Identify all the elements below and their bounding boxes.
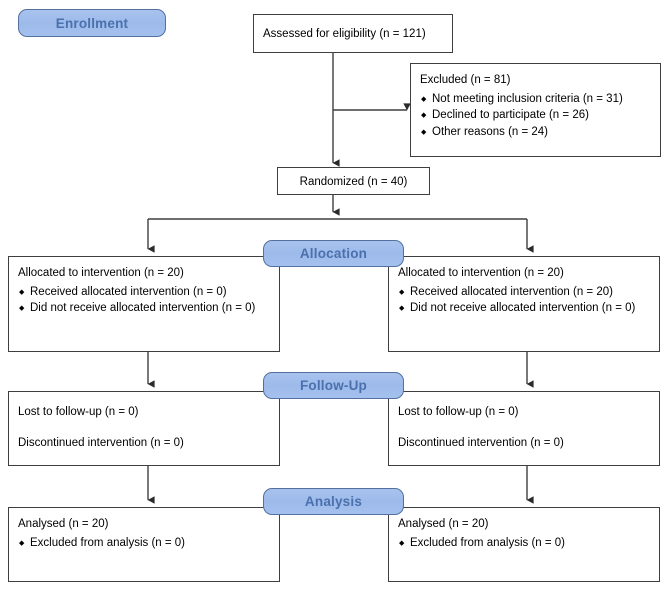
banner-enrollment-label: Enrollment [55, 15, 129, 31]
banner-analysis: Analysis [263, 488, 404, 515]
list-item: Received allocated intervention (n = 0) [18, 284, 270, 301]
banner-allocation-label: Allocation [299, 246, 368, 261]
allocation-right-title: Allocated to intervention (n = 20) [398, 267, 564, 279]
list-item: Other reasons (n = 24) [420, 124, 651, 141]
box-randomized: Randomized (n = 40) [277, 167, 430, 195]
followup-right-line2: Discontinued intervention (n = 0) [398, 436, 564, 449]
box-analysis-left: Analysed (n = 20) Excluded from analysis… [8, 507, 280, 582]
list-item: Excluded from analysis (n = 0) [398, 535, 650, 552]
box-allocation-left: Allocated to intervention (n = 20) Recei… [8, 256, 280, 352]
followup-right-line1: Lost to follow-up (n = 0) [398, 406, 519, 418]
list-item: Excluded from analysis (n = 0) [18, 535, 270, 552]
banner-allocation: Allocation [263, 240, 404, 267]
allocation-left-title: Allocated to intervention (n = 20) [18, 267, 184, 279]
analysis-left-title: Analysed (n = 20) [18, 518, 109, 530]
analysis-right-title: Analysed (n = 20) [398, 518, 489, 530]
allocation-left-list: Received allocated intervention (n = 0) … [18, 284, 270, 317]
banner-enrollment: Enrollment [18, 9, 166, 37]
excluded-title: Excluded (n = 81) [420, 74, 511, 86]
list-item: Did not receive allocated intervention (… [18, 300, 270, 317]
assessed-title: Assessed for eligibility (n = 121) [263, 28, 426, 41]
analysis-left-list: Excluded from analysis (n = 0) [18, 535, 270, 552]
randomized-title: Randomized (n = 40) [299, 175, 408, 188]
banner-followup: Follow-Up [263, 372, 404, 399]
analysis-right-list: Excluded from analysis (n = 0) [398, 535, 650, 552]
excluded-reason-list: Not meeting inclusion criteria (n = 31) … [420, 91, 651, 141]
followup-left-line1: Lost to follow-up (n = 0) [18, 406, 139, 418]
followup-left-line2: Discontinued intervention (n = 0) [18, 436, 184, 449]
banner-followup-label: Follow-Up [299, 378, 368, 393]
box-followup-left: Lost to follow-up (n = 0) Discontinued i… [8, 391, 280, 466]
box-excluded: Excluded (n = 81) Not meeting inclusion … [410, 63, 661, 157]
box-followup-right: Lost to follow-up (n = 0) Discontinued i… [388, 391, 660, 466]
box-analysis-right: Analysed (n = 20) Excluded from analysis… [388, 507, 660, 582]
banner-analysis-label: Analysis [304, 494, 363, 509]
list-item: Not meeting inclusion criteria (n = 31) [420, 91, 651, 108]
box-assessed-for-eligibility: Assessed for eligibility (n = 121) [253, 14, 453, 53]
list-item: Received allocated intervention (n = 20) [398, 284, 650, 301]
box-allocation-right: Allocated to intervention (n = 20) Recei… [388, 256, 660, 352]
list-item: Declined to participate (n = 26) [420, 107, 651, 124]
list-item: Did not receive allocated intervention (… [398, 300, 650, 317]
allocation-right-list: Received allocated intervention (n = 20)… [398, 284, 650, 317]
